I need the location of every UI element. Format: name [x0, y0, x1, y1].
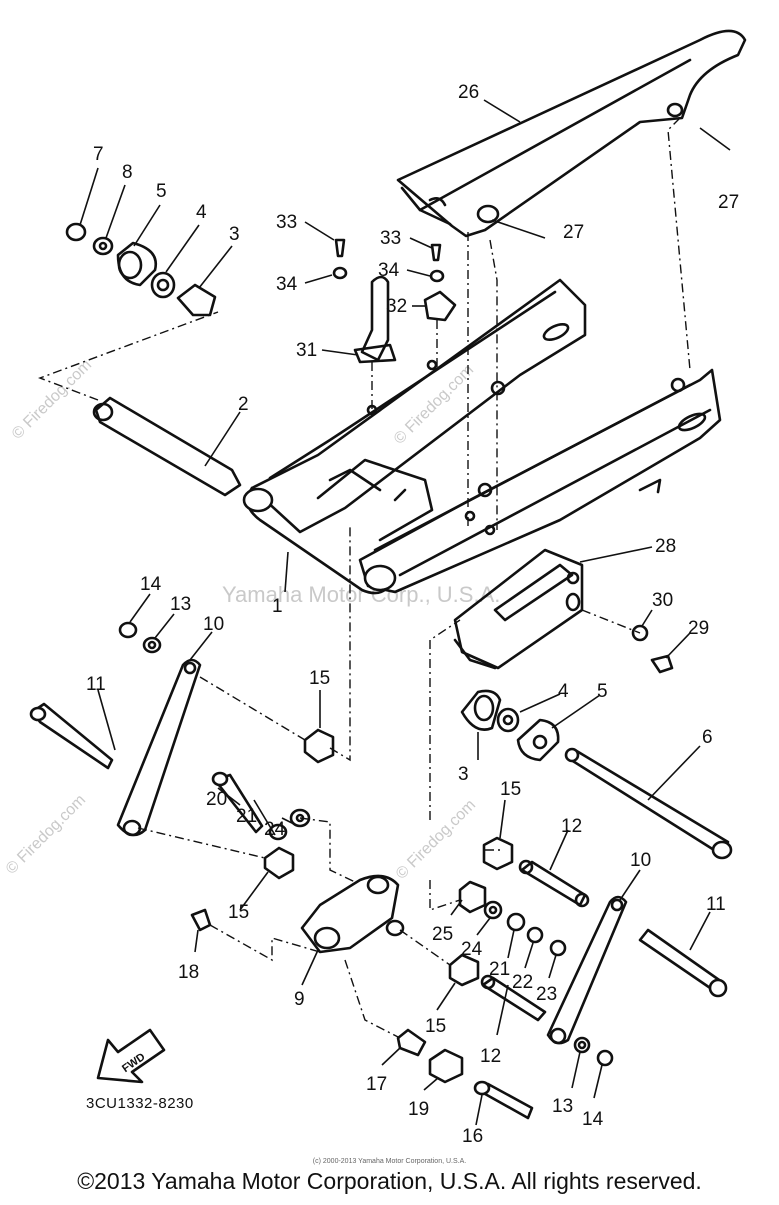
- callout-34: 34: [276, 274, 298, 295]
- callout-33: 33: [380, 228, 401, 249]
- callout-5: 5: [156, 181, 167, 202]
- assembly-lines: [38, 117, 691, 1039]
- callout-21: 21: [489, 959, 510, 980]
- callout-20: 20: [206, 789, 227, 810]
- callout-11: 11: [86, 674, 106, 695]
- fwd-arrow-icon: FWD: [96, 1028, 166, 1084]
- callout-9: 9: [294, 989, 305, 1010]
- callout-15: 15: [425, 1016, 446, 1037]
- callout-6: 6: [702, 727, 713, 748]
- callout-22: 22: [512, 972, 533, 993]
- callout-21: 21: [236, 806, 257, 827]
- callout-4: 4: [558, 681, 569, 702]
- callout-23: 23: [536, 984, 557, 1005]
- callout-19: 19: [408, 1099, 429, 1120]
- callout-15: 15: [309, 668, 330, 689]
- part-number-code: 3CU1332-8230: [86, 1095, 194, 1112]
- callout-29: 29: [688, 618, 709, 639]
- callout-26: 26: [458, 82, 479, 103]
- pivot-hardware: [65, 222, 242, 497]
- callout-32: 32: [386, 296, 407, 317]
- callout-1: 1: [272, 596, 283, 617]
- callout-5: 5: [597, 681, 608, 702]
- callout-31: 31: [296, 340, 317, 361]
- callout-30: 30: [652, 590, 673, 611]
- callout-10: 10: [203, 614, 224, 635]
- callout-27: 27: [718, 192, 739, 213]
- watermark-firedog: © Firedog.com: [9, 356, 95, 442]
- callout-11: 11: [706, 894, 726, 915]
- callout-13: 13: [170, 594, 191, 615]
- callout-25: 25: [432, 924, 453, 945]
- callout-34: 34: [378, 260, 400, 281]
- callout-15: 15: [500, 779, 521, 800]
- leader-lines: [79, 99, 731, 1126]
- callout-27: 27: [563, 222, 584, 243]
- small-credit: (c) 2000-2013 Yamaha Motor Corporation, …: [312, 1158, 467, 1165]
- callout-17: 17: [366, 1074, 387, 1095]
- center-hardware: [190, 728, 590, 1120]
- callout-16: 16: [462, 1126, 483, 1147]
- callout-8: 8: [122, 162, 133, 183]
- callout-24: 24: [461, 939, 483, 960]
- callout-labels: 26 27 27 7 8 5 4 3 33 33 34 34 32 31 2 1…: [86, 82, 739, 1147]
- watermark-firedog: © Firedog.com: [393, 796, 479, 882]
- swingarm: [242, 278, 722, 595]
- callout-3: 3: [458, 764, 469, 785]
- callout-2: 2: [238, 394, 249, 415]
- callout-33: 33: [276, 212, 297, 233]
- watermark-yamaha: Yamaha Motor Corp., U.S.A.: [222, 582, 500, 607]
- watermarks: © Firedog.com © Firedog.com © Firedog.co…: [3, 356, 501, 882]
- callout-7: 7: [93, 144, 104, 165]
- callout-4: 4: [196, 202, 207, 223]
- callout-14: 14: [140, 574, 162, 595]
- callout-14: 14: [582, 1109, 604, 1130]
- chain-slider: [453, 548, 584, 670]
- callout-3: 3: [229, 224, 240, 245]
- callout-18: 18: [178, 962, 199, 983]
- chain-guard: [396, 29, 747, 238]
- chain-bracket: [332, 238, 457, 364]
- callout-24: 24: [264, 819, 286, 840]
- callout-15: 15: [228, 902, 249, 923]
- watermark-firedog: © Firedog.com: [391, 361, 477, 447]
- watermark-firedog: © Firedog.com: [3, 791, 89, 877]
- callout-12: 12: [480, 1046, 501, 1067]
- copyright-footer: ©2013 Yamaha Motor Corporation, U.S.A. A…: [77, 1168, 702, 1194]
- callout-13: 13: [552, 1096, 573, 1117]
- relay-arm-left: [29, 621, 202, 837]
- callout-12: 12: [561, 816, 582, 837]
- callout-28: 28: [655, 536, 676, 557]
- callout-10: 10: [630, 850, 651, 871]
